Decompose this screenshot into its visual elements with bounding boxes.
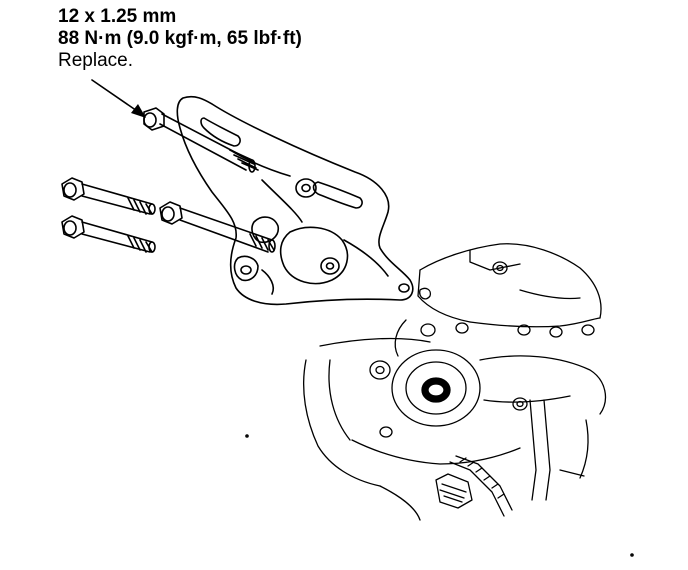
stray-dot [630,553,634,557]
bolt-torque-label: 88 N·m (9.0 kgf·m, 65 lbf·ft) [58,28,302,49]
engine-block [303,243,607,521]
pulley-hub [391,349,481,427]
bolt-center [159,201,276,253]
stray-dot [245,434,249,438]
bracket [176,95,414,306]
bolt-lower-left [61,215,156,253]
bolt-top [143,107,259,173]
leader-arrow [91,79,146,118]
timing-belt [449,455,513,517]
bolt-size-label: 12 x 1.25 mm [58,6,177,27]
bolt-middle-left [61,177,156,215]
bolt-spec-callout: 12 x 1.25 mm 88 N·m (9.0 kgf·m, 65 lbf·f… [58,6,302,72]
replace-note: Replace. [58,50,133,71]
